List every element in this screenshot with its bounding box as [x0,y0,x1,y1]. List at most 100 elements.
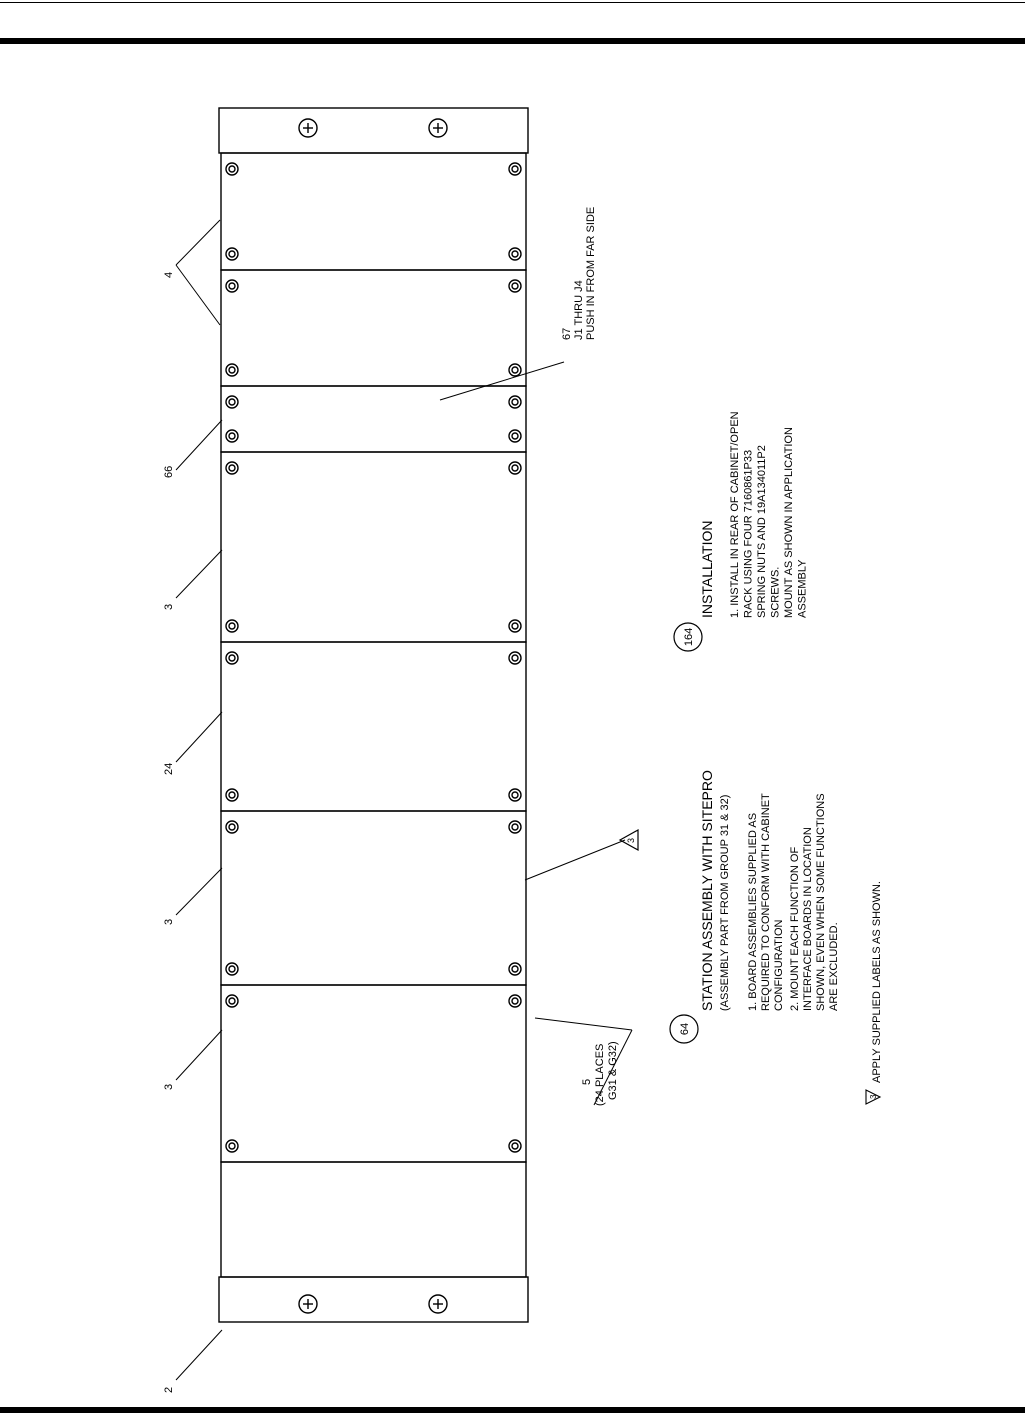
panel-screw [225,429,239,443]
note-164-line-3: SPRING NUTS AND 19A134011P2 [756,445,768,618]
note-164-line-5: MOUNT AS SHOWN IN APPLICATION [783,427,795,618]
note-64-flag-note: APPLY SUPPLIED LABELS AS SHOWN. [871,881,883,1083]
note-64-line-1: 1. BOARD ASSEMBLIES SUPPLIED AS [747,813,759,1011]
panel-jack-outline [220,385,527,453]
panel-downlink [220,451,527,643]
panel-screw [508,279,522,293]
leader-3-station [175,867,223,916]
header-thin-rule [0,2,1025,3]
note-station-assembly: 64 STATION ASSEMBLY WITH SITEPRO (ASSEMB… [669,770,883,1105]
note-164-line-4: SCREWS. [770,567,782,618]
panel-screw [508,461,522,475]
panel-downlink-outline [220,451,527,643]
panel-screw-head [228,464,236,472]
callout-4: 4 [163,272,175,278]
callout-67-line3: PUSH IN FROM FAR SIDE [585,207,597,340]
panel-screw-head [228,997,236,1005]
panel-screw [225,461,239,475]
callout-2: 2 [163,1387,175,1393]
callout-5-number: 5 [581,1079,593,1085]
panel-screw-head [228,965,236,973]
panel-screw [508,651,522,665]
panel-power [220,984,527,1163]
callout-66: 66 [163,466,175,478]
panel-screw-head [228,654,236,662]
header-thick-rule [0,38,1025,44]
leader-3-power [175,1029,223,1081]
panel-screw-head [511,965,519,973]
panel-power-outline [220,984,527,1163]
panel-screw-head [228,165,236,173]
rack-ear-mounting-hole: 19C852204G1 REVDOWNLINK DATA [428,118,448,138]
panel-screw [225,820,239,834]
rack-ear-mounting-hole: 19C852326G1 REVBSL 0 [298,118,318,138]
panel-screw-head [511,622,519,630]
leader-4b [175,264,221,326]
panel-screw-head [511,398,519,406]
callout-5-line3: G31 & G32) [607,1041,619,1100]
note-64-line-2: REQUIRED TO CONFORM WITH CABINET [760,793,772,1011]
panel-gtiaudio-outline [220,641,527,812]
panel-bsl1-outline [220,269,527,387]
panel-screw-head [228,622,236,630]
panel-screw [225,994,239,1008]
panel-screw [508,429,522,443]
panel-screw-head [511,791,519,799]
callout-67-number: 67 [561,328,573,340]
rack-lower-frame [220,1161,527,1278]
note-164-line-6: ASSEMBLY [797,559,809,618]
panel-screw [225,162,239,176]
panel-screw-head [511,282,519,290]
note-164-line-2: RACK USING FOUR 7160861P33 [743,450,755,618]
panel-screw-head [511,250,519,258]
note-64-bubble [669,1014,699,1044]
note-164-line-1: 1. INSTALL IN REAR OF CABINET/OPEN [729,411,741,618]
panel-screw [225,363,239,377]
panel-screw [508,363,522,377]
panel-screw [225,651,239,665]
note-164-bubble [673,622,703,652]
panel-bsl1 [220,269,527,387]
callout-leaders [175,219,633,1381]
panel-screw [225,788,239,802]
panel-screw [225,247,239,261]
panel-screw-head [511,823,519,831]
panel-screw-head [228,791,236,799]
footer-thick-rule [0,1407,1025,1413]
panel-screw [225,1139,239,1153]
panel-screw-head [228,282,236,290]
panel-screw-head [228,1142,236,1150]
callout-24: 24 [163,763,175,775]
panel-screw-head [228,823,236,831]
rack-assembly: 19C852326G1 REVBSL 019C852326G1 REVBSL 1… [218,107,529,1323]
leader-3-downlink [175,549,223,599]
leader-flag-3 [524,839,626,881]
panel-screw [508,962,522,976]
panel-screw-head [511,366,519,374]
callout-3-power: 3 [163,1084,175,1090]
note-64-flag-triangle [865,1089,882,1105]
note-164-title: INSTALLATION [699,520,715,618]
panel-screw-head [511,464,519,472]
note-64-line-4: 2. MOUNT EACH FUNCTION OF [789,847,801,1011]
panel-screw-head [511,997,519,1005]
leader-24 [175,711,223,763]
flag-triangle-callout: 3 [618,828,639,852]
panel-screw [225,619,239,633]
note-installation: 164 INSTALLATION 1. INSTALL IN REAR OF C… [673,411,809,652]
rack-top-ear [218,107,529,154]
panel-screw-head [228,398,236,406]
panel-screw-head [228,432,236,440]
panel-screw [508,247,522,261]
callout-3-station: 3 [163,919,175,925]
panel-jack [220,385,527,453]
panel-screw-head [228,366,236,374]
panel-gtiaudio [220,641,527,812]
panel-screw-head [511,654,519,662]
panel-station-outline [220,810,527,986]
note-64-line-7: ARE EXCLUDED. [828,922,840,1011]
callout-3-downlink: 3 [163,604,175,610]
